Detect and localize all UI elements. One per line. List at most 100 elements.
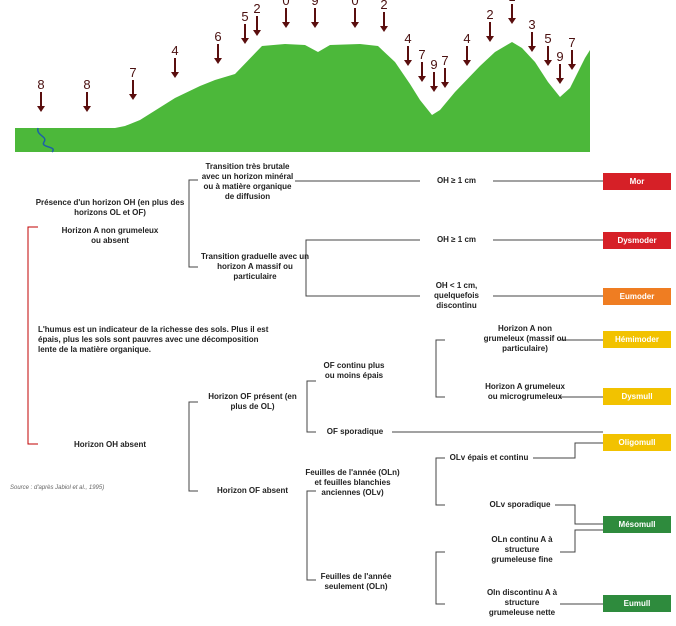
arrow-head-icon bbox=[463, 60, 471, 66]
label-feuilles-anciennes: Feuilles de l'année (OLn) et feuilles bl… bbox=[305, 468, 400, 497]
bracket-feuilles-anciennes bbox=[435, 457, 445, 506]
label-horizon-a-non-grumeleux: Horizon A non grumeleux ou absent bbox=[61, 226, 159, 245]
bracket-of-present bbox=[306, 380, 316, 433]
root-bracket bbox=[27, 226, 38, 445]
arrow-head-icon bbox=[253, 30, 261, 36]
terrain-number: 8 bbox=[83, 77, 90, 92]
terrain-marker: 5 bbox=[241, 9, 249, 44]
arrow-head-icon bbox=[556, 78, 564, 84]
terrain-marker: 5 bbox=[544, 31, 552, 66]
terrain-marker: 2 bbox=[380, 0, 388, 32]
label-feuilles-seulement: Feuilles de l'année seulement (OLn) bbox=[320, 572, 392, 591]
terrain-marker: 4 bbox=[463, 31, 471, 66]
bracket-of-absent bbox=[306, 490, 316, 581]
label-horizon-a-grumeleux: Horizon A grumeleux ou microgrumeleux bbox=[485, 382, 565, 401]
arrow-head-icon bbox=[171, 72, 179, 78]
terrain-marker: 9 bbox=[311, 0, 319, 28]
terrain-number: 7 bbox=[568, 35, 575, 50]
humus-box-mor: Mor bbox=[603, 173, 671, 190]
terrain-marker: 9 bbox=[430, 57, 438, 92]
water-stream bbox=[37, 127, 54, 153]
humus-box-dysmull: Dysmull bbox=[603, 388, 671, 405]
arrow-head-icon bbox=[83, 106, 91, 112]
humus-box-oligomull: Oligomull bbox=[603, 434, 671, 451]
terrain-marker: 7 bbox=[568, 35, 576, 70]
label-oln-discontinu: Oln discontinu A à structure grumeleuse … bbox=[486, 588, 558, 617]
label-oln-continu: OLn continu A à structure grumeleuse fin… bbox=[491, 535, 553, 564]
terrain-marker: 8 bbox=[83, 77, 91, 112]
label-oh-ge-1-dysmoder: OH ≥ 1 cm bbox=[420, 235, 493, 245]
terrain-marker: 0 bbox=[282, 0, 290, 28]
terrain-number: 9 bbox=[311, 0, 318, 8]
arrow-head-icon bbox=[568, 64, 576, 70]
label-olv-sporadique: OLv sporadique bbox=[489, 500, 551, 509]
label-of-continu: OF continu plus ou moins épais bbox=[323, 361, 385, 380]
terrain-number: 7 bbox=[418, 47, 425, 62]
arrow-head-icon bbox=[508, 18, 516, 24]
terrain-hill bbox=[15, 42, 590, 152]
arrow-head-icon bbox=[544, 60, 552, 66]
terrain-number: 5 bbox=[241, 9, 248, 24]
arrow-head-icon bbox=[418, 76, 426, 82]
line-olv-sporadique bbox=[555, 504, 603, 525]
humus-box-hemimoder: Hémimoder bbox=[603, 331, 671, 348]
terrain-number: 2 bbox=[253, 1, 260, 16]
bracket-oh-present bbox=[188, 179, 198, 268]
label-olv-epais: OLv épais et continu bbox=[449, 453, 529, 462]
terrain-marker: 7 bbox=[129, 65, 137, 100]
arrow-head-icon bbox=[214, 58, 222, 64]
terrain-marker: 1 bbox=[508, 0, 516, 24]
terrain-number: 7 bbox=[441, 53, 448, 68]
arrow-head-icon bbox=[129, 94, 137, 100]
terrain-number: 8 bbox=[37, 77, 44, 92]
label-oh-absent: Horizon OH absent bbox=[73, 440, 146, 449]
terrain-marker: 2 bbox=[486, 7, 494, 42]
terrain-number: 5 bbox=[544, 31, 551, 46]
terrain-number: 0 bbox=[351, 0, 358, 8]
terrain-marker: 4 bbox=[171, 43, 179, 78]
bracket-of-continu bbox=[435, 339, 445, 398]
terrain-number: 4 bbox=[404, 31, 411, 46]
terrain-arrows: 8874652090247974213597 bbox=[37, 0, 576, 112]
label-horizon-a-non-grumeleux-massif: Horizon A non grumeleux (massif ou parti… bbox=[483, 324, 567, 353]
terrain-number: 2 bbox=[380, 0, 387, 12]
terrain-number: 7 bbox=[129, 65, 136, 80]
bracket-graduelle bbox=[305, 239, 315, 297]
terrain-marker: 2 bbox=[253, 1, 261, 36]
arrow-head-icon bbox=[282, 22, 290, 28]
root-note: L'humus est un indicateur de la richesse… bbox=[38, 325, 269, 354]
arrow-head-icon bbox=[486, 36, 494, 42]
label-transition-brutale: Transition très brutale avec un horizon … bbox=[201, 162, 294, 201]
terrain-number: 0 bbox=[282, 0, 289, 8]
terrain-number: 6 bbox=[214, 29, 221, 44]
terrain-number: 4 bbox=[171, 43, 178, 58]
humus-box-dysmoder: Dysmoder bbox=[603, 232, 671, 249]
arrow-head-icon bbox=[241, 38, 249, 44]
arrow-head-icon bbox=[380, 26, 388, 32]
arrow-head-icon bbox=[351, 22, 359, 28]
label-oh-lt-1: OH < 1 cm, quelquefois discontinu bbox=[420, 281, 493, 311]
arrow-head-icon bbox=[430, 86, 438, 92]
humus-box-eumoder: Eumoder bbox=[603, 288, 671, 305]
bracket-feuilles-seulement bbox=[435, 551, 445, 605]
terrain-number: 9 bbox=[556, 49, 563, 64]
terrain-marker: 7 bbox=[418, 47, 426, 82]
terrain-marker: 7 bbox=[441, 53, 449, 88]
terrain-marker: 9 bbox=[556, 49, 564, 84]
bracket-oh-absent bbox=[188, 401, 198, 492]
terrain-number: 2 bbox=[486, 7, 493, 22]
label-oh-ge-1-mor: OH ≥ 1 cm bbox=[420, 176, 493, 186]
arrow-head-icon bbox=[311, 22, 319, 28]
label-of-present: Horizon OF présent (en plus de OL) bbox=[208, 392, 297, 411]
terrain-marker: 0 bbox=[351, 0, 359, 28]
source-note: Source : d'après Jabiol et al., 1995) bbox=[10, 485, 105, 491]
terrain-illustration: 8874652090247974213597 bbox=[15, 0, 590, 153]
arrow-head-icon bbox=[528, 46, 536, 52]
terrain-number: 9 bbox=[430, 57, 437, 72]
terrain-marker: 4 bbox=[404, 31, 412, 66]
line-olv-epais bbox=[533, 442, 603, 459]
arrow-head-icon bbox=[404, 60, 412, 66]
terrain-marker: 6 bbox=[214, 29, 222, 64]
arrow-head-icon bbox=[441, 82, 449, 88]
